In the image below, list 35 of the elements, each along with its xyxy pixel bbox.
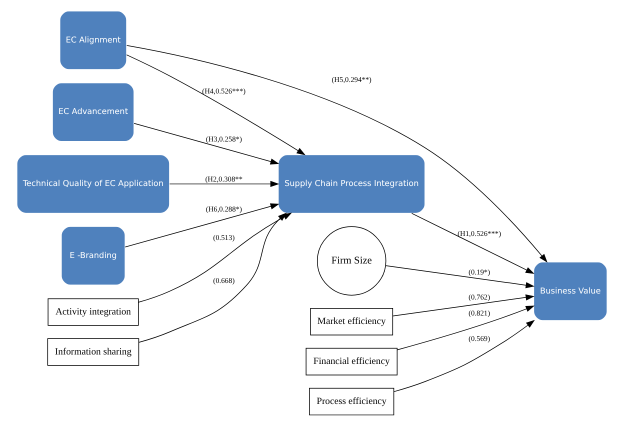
edge-label: (0.821) (468, 308, 490, 318)
edge-label: (0.569) (468, 334, 490, 343)
node-box: Supply Chain Process Integration (277, 154, 425, 214)
node-box: Market efficiency (310, 308, 393, 336)
node-box: Information sharing (46, 338, 139, 366)
edge-label: (H6,0.288*) (205, 204, 242, 214)
arrow (168, 180, 279, 188)
node-box: Financial efficiency (305, 348, 398, 376)
edge-label: (H5,0.294**) (331, 74, 372, 84)
arrow (133, 122, 279, 165)
edge-label: (H1,0.526***) (457, 228, 501, 238)
node-box: EC Alignment (59, 10, 126, 70)
edge-label: (H2,0.308** (204, 174, 242, 184)
node-box: Activity integration (47, 298, 138, 326)
edge-label: (0.513) (212, 233, 234, 242)
edge-label: (H4,0.526***) (202, 86, 246, 96)
arrow (396, 306, 534, 350)
arrow (392, 320, 534, 392)
arrow (124, 203, 279, 248)
edge-label: (0.668) (212, 276, 234, 286)
arrow (138, 212, 286, 343)
edge-label: (0.19*) (468, 267, 490, 276)
edge-label: (0.762) (468, 292, 490, 302)
arrow (126, 54, 306, 156)
node-box: Business Value (532, 262, 607, 321)
node-box: E -Branding (60, 226, 125, 286)
arrow (392, 294, 534, 316)
node-box: Technical Quality of EC Application (16, 154, 170, 214)
node-circle: Firm Size (316, 226, 386, 296)
edge-label: (H3,0.258*) (205, 134, 242, 144)
arrow (410, 212, 534, 274)
arrow (126, 45, 547, 263)
node-box: EC Advancement (52, 82, 134, 142)
node-box: Process efficiency (308, 388, 394, 416)
arrow (384, 265, 534, 288)
